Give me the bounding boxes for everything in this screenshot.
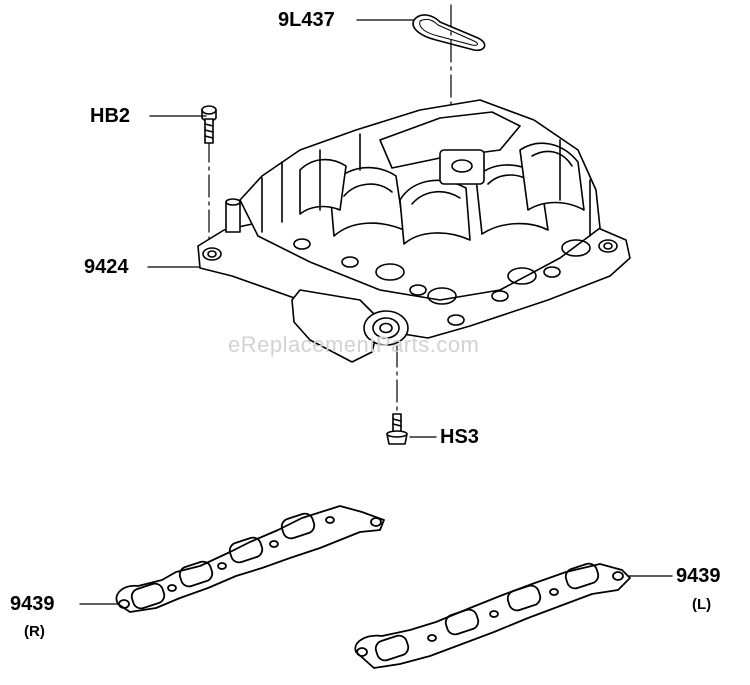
callout-9424: 9424 [84,256,129,278]
callout-side-l: (L) [692,596,712,613]
callout-9439-left: 9439 [676,565,721,587]
watermark: eReplacementParts.com [228,332,480,357]
intake-manifold-9424 [197,99,631,363]
bolt-hb2 [201,105,217,144]
callout-side-r: (R) [24,623,45,640]
stud-hs3 [386,413,408,445]
gasket-9439-l [354,562,631,669]
callout-9l437: 9L437 [278,9,335,31]
callout-hs3: HS3 [440,426,479,448]
loop-gasket-9l437 [412,14,486,52]
callout-9439-right: 9439 [10,593,55,615]
callout-hb2: HB2 [90,105,131,127]
gasket-9439-r [115,505,385,613]
